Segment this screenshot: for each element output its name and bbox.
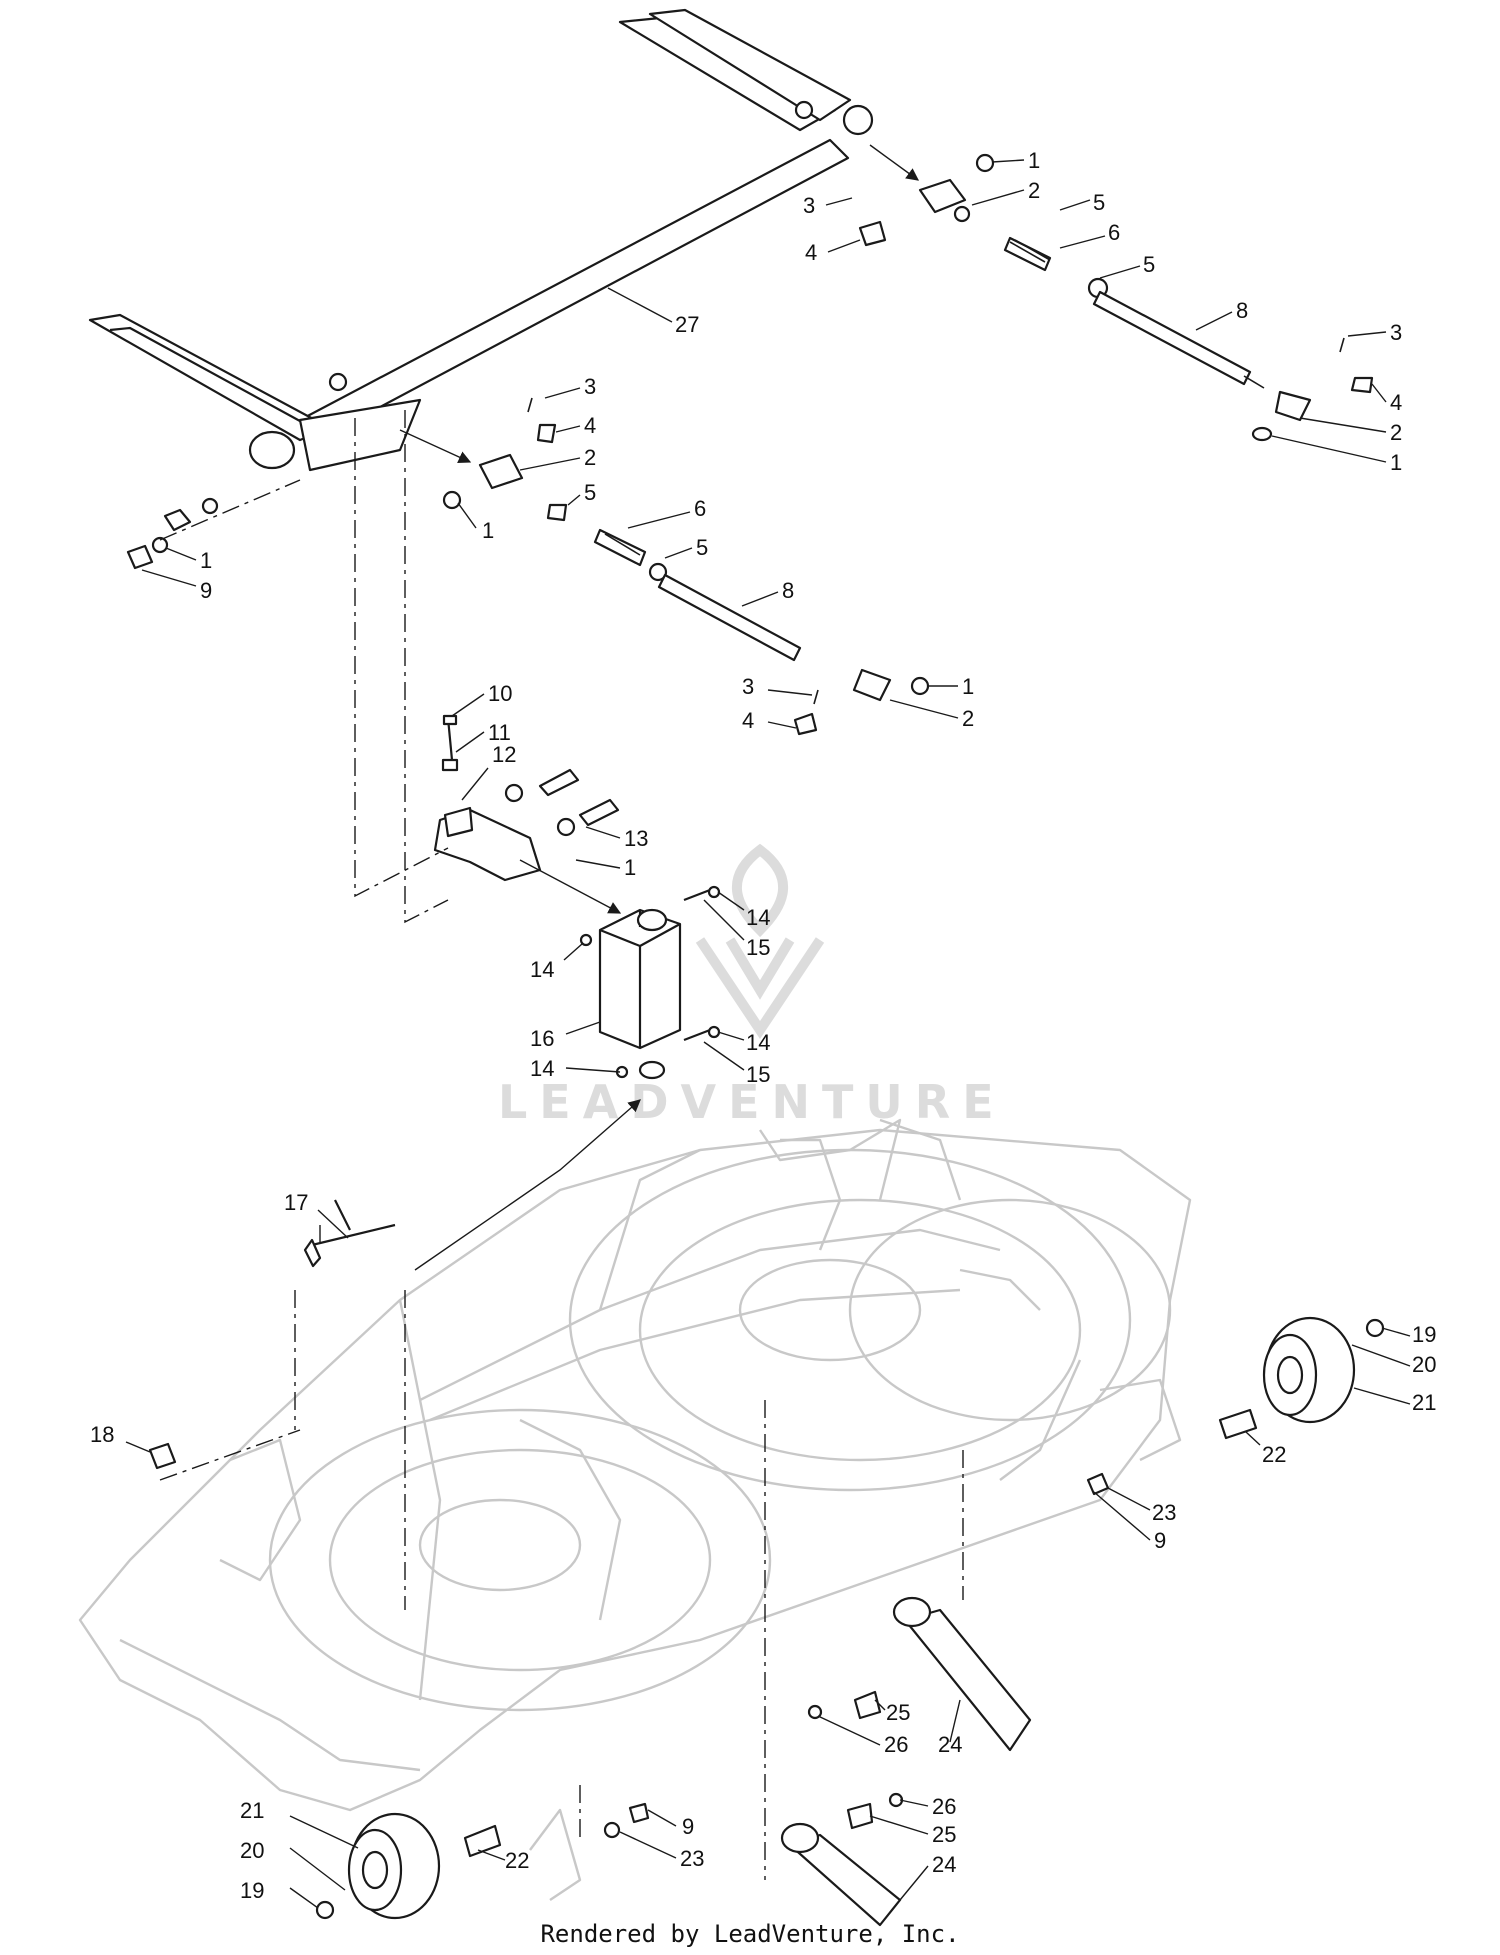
- callout-label: 5: [584, 480, 596, 505]
- callout-label: 4: [805, 240, 817, 265]
- idler-arms: [603, 1596, 1032, 1927]
- assembly-lines: [159, 410, 964, 1880]
- callout-label: 17: [284, 1190, 308, 1215]
- callout-label: 24: [932, 1852, 956, 1877]
- watermark-text: LEADVENTURE: [498, 1075, 1006, 1129]
- callout-label: 20: [240, 1838, 264, 1863]
- callout-label: 1: [482, 518, 494, 543]
- right-link-assembly: [858, 144, 1374, 442]
- callout-label: 23: [680, 1846, 704, 1871]
- callout-label: 8: [782, 578, 794, 603]
- callout-label: 16: [530, 1026, 554, 1051]
- callout-label: 27: [675, 312, 699, 337]
- callout-label: 1: [1028, 148, 1040, 173]
- callout-label: 5: [1093, 190, 1105, 215]
- callout-label: 3: [1390, 320, 1402, 345]
- callout-label: 13: [624, 826, 648, 851]
- callout-label: 14: [530, 957, 554, 982]
- callout-label: 24: [938, 1732, 962, 1757]
- callout-label: 15: [746, 935, 770, 960]
- callout-label: 19: [1412, 1322, 1436, 1347]
- callout-label: 6: [694, 496, 706, 521]
- callout-label: 2: [584, 445, 596, 470]
- callout-label: 6: [1108, 220, 1120, 245]
- callout-label: 9: [1154, 1528, 1166, 1553]
- left-link-assembly: [126, 397, 930, 736]
- mower-deck: [78, 1118, 1192, 1901]
- callout-label: 1: [200, 548, 212, 573]
- callout-label: 26: [884, 1732, 908, 1757]
- footer-credit: Rendered by LeadVenture, Inc.: [540, 1920, 960, 1948]
- callout-label: 15: [746, 1062, 770, 1087]
- callout-label: 4: [1390, 390, 1402, 415]
- callout-label: 22: [505, 1848, 529, 1873]
- callout-label: 18: [90, 1422, 114, 1447]
- callout-label: 9: [200, 578, 212, 603]
- callout-label: 1: [1390, 450, 1402, 475]
- callouts: 1 2 3 5 4 6 5 8 3 4 2 1 27 3 4 2 5 1 6 5…: [90, 148, 1436, 1909]
- bracket-assembly: [433, 714, 622, 914]
- callout-label: 20: [1412, 1352, 1436, 1377]
- callout-label: 2: [1390, 420, 1402, 445]
- callout-label: 23: [1152, 1500, 1176, 1525]
- callout-label: 3: [584, 374, 596, 399]
- callout-label: 12: [492, 742, 516, 767]
- torsion-bar-assembly: [88, 8, 874, 472]
- callout-label: 4: [742, 708, 754, 733]
- callout-label: 1: [624, 855, 636, 880]
- callout-label: 1: [962, 674, 974, 699]
- callout-label: 14: [530, 1056, 554, 1081]
- callout-label: 21: [240, 1798, 264, 1823]
- callout-label: 14: [746, 1030, 770, 1055]
- callout-label: 4: [584, 413, 596, 438]
- callout-label: 21: [1412, 1390, 1436, 1415]
- callout-label: 3: [803, 193, 815, 218]
- callout-label: 5: [696, 535, 708, 560]
- callout-label: 8: [1236, 298, 1248, 323]
- callout-label: 2: [962, 706, 974, 731]
- callout-label: 9: [682, 1814, 694, 1839]
- callout-label: 10: [488, 681, 512, 706]
- actuator: [414, 885, 721, 1271]
- callout-label: 11: [488, 720, 511, 745]
- callout-label: 14: [746, 905, 770, 930]
- callout-label: 25: [886, 1700, 910, 1725]
- callout-label: 22: [1262, 1442, 1286, 1467]
- callout-label: 2: [1028, 178, 1040, 203]
- callout-label: 26: [932, 1794, 956, 1819]
- wheels: [148, 1199, 1385, 1920]
- callout-label: 5: [1143, 252, 1155, 277]
- callout-label: 3: [742, 674, 754, 699]
- callout-label: 19: [240, 1878, 264, 1903]
- callout-label: 25: [932, 1822, 956, 1847]
- watermark: LEADVENTURE: [498, 843, 1006, 1129]
